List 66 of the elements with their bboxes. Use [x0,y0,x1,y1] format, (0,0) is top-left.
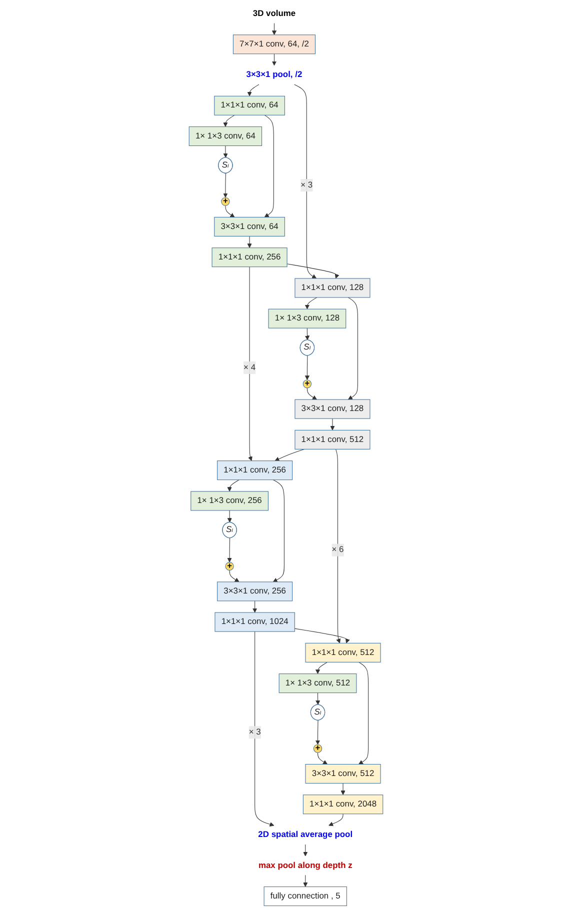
node-circle [221,197,230,206]
arrow [274,448,305,462]
arrow [294,628,350,644]
arrow [330,418,335,430]
arrow [223,114,235,127]
node-box [188,126,262,146]
node-box [212,248,288,268]
arrow [264,114,274,218]
node-box [305,764,381,784]
edge-label: × 3 [248,728,261,737]
node-circle [313,744,322,753]
arrow [304,297,318,310]
node-box [214,96,285,116]
node-text: max pool along depth z [258,860,352,870]
arrow [304,356,310,380]
node-box [294,278,370,298]
node-box [232,34,316,54]
arrow [318,752,328,764]
node-text: 3D volume [252,8,296,18]
arrow [315,720,320,745]
arrow [340,783,346,796]
node-box [214,216,285,236]
arrow [223,173,228,198]
arrow [294,84,317,279]
arrow [328,814,344,826]
arrow [335,448,341,644]
node-box [294,430,370,450]
arrow [229,570,240,582]
arrow [227,480,240,492]
arrow [304,328,310,340]
node-box [302,794,384,814]
node-text: 2D spatial average pool [258,830,353,840]
node-box [264,886,347,906]
node-box [294,399,370,419]
arrow [223,145,228,158]
arrow [286,264,340,279]
arrow [306,388,317,400]
arrow [272,22,277,36]
arrow [272,54,277,66]
node-box [305,642,381,662]
edge-label: × 3 [300,180,313,190]
arrow [225,205,235,218]
arrow [315,662,328,674]
arrow [227,538,232,562]
arrow [247,236,252,248]
arrow [252,600,258,613]
node-box [278,674,357,694]
node-box [214,612,295,632]
edge-label: × 6 [332,545,344,554]
node-circle [302,380,312,388]
node-circle [225,562,234,571]
arrow [316,692,320,705]
arrow [303,874,308,887]
node-box [217,582,293,602]
arrow [254,631,274,827]
node-box [268,308,346,328]
node-box [217,460,293,480]
arrow [248,266,252,462]
edge-label: × 4 [244,362,256,372]
arrow [227,510,232,523]
arrow [272,480,284,582]
arrow [358,662,369,764]
node-box [190,491,268,511]
arrow [247,84,260,96]
node-text: 3×3×1 pool, /2 [246,70,302,80]
arrow [303,844,308,856]
